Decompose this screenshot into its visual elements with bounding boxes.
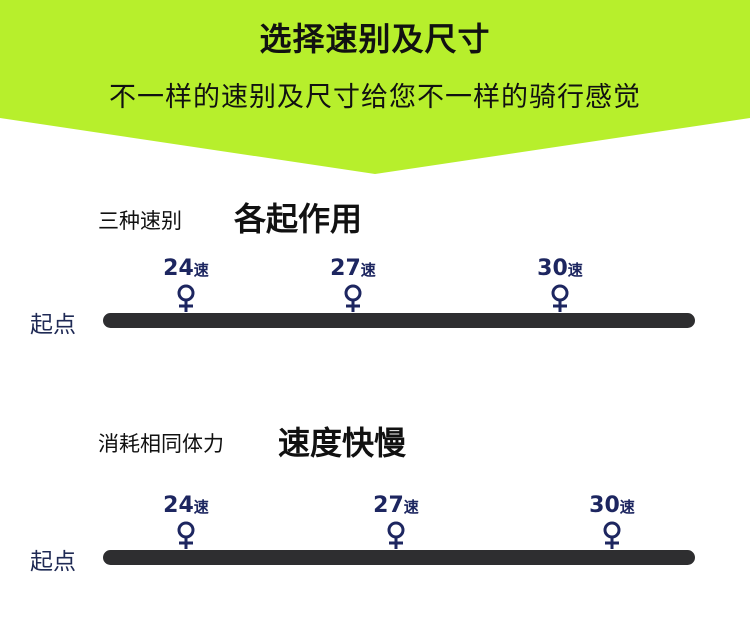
speed-unit: 速 <box>403 498 419 516</box>
section-1-caption: 三种速别 <box>98 209 182 233</box>
speed-unit: 速 <box>360 261 376 279</box>
section-2-start-label: 起点 <box>30 549 76 575</box>
section-2-headline: 速度快慢 <box>278 424 407 462</box>
section-2-caption: 消耗相同体力 <box>98 432 224 456</box>
header-banner <box>0 0 750 175</box>
location-pin-icon <box>177 521 195 549</box>
banner-shape <box>0 0 750 174</box>
location-pin-icon <box>177 284 195 312</box>
page-subtitle: 不一样的速别及尺寸给您不一样的骑行感觉 <box>109 82 641 113</box>
page-title: 选择速别及尺寸 <box>259 20 491 58</box>
speed-unit: 速 <box>193 261 209 279</box>
speed-value: 24 <box>163 256 194 281</box>
speed-unit: 速 <box>619 498 635 516</box>
section-1-headline: 各起作用 <box>234 200 363 238</box>
section-2-marker-24: 24速 <box>141 494 231 551</box>
speed-unit: 速 <box>567 261 583 279</box>
section-2-marker-30: 30速 <box>567 494 657 551</box>
section-1-marker-27: 27速 <box>308 257 398 314</box>
section-1-marker-24: 24速 <box>141 257 231 314</box>
section-1-track <box>103 313 695 328</box>
location-pin-icon <box>551 284 569 312</box>
section-2-marker-27: 27速 <box>351 494 441 551</box>
location-pin-icon <box>603 521 621 549</box>
speed-value: 30 <box>589 493 620 518</box>
section-1-marker-30: 30速 <box>515 257 605 314</box>
section-2-track <box>103 550 695 565</box>
speed-value: 24 <box>163 493 194 518</box>
speed-value: 27 <box>373 493 404 518</box>
location-pin-icon <box>344 284 362 312</box>
section-1-start-label: 起点 <box>30 312 76 338</box>
speed-unit: 速 <box>193 498 209 516</box>
speed-value: 27 <box>330 256 361 281</box>
location-pin-icon <box>387 521 405 549</box>
speed-value: 30 <box>537 256 568 281</box>
